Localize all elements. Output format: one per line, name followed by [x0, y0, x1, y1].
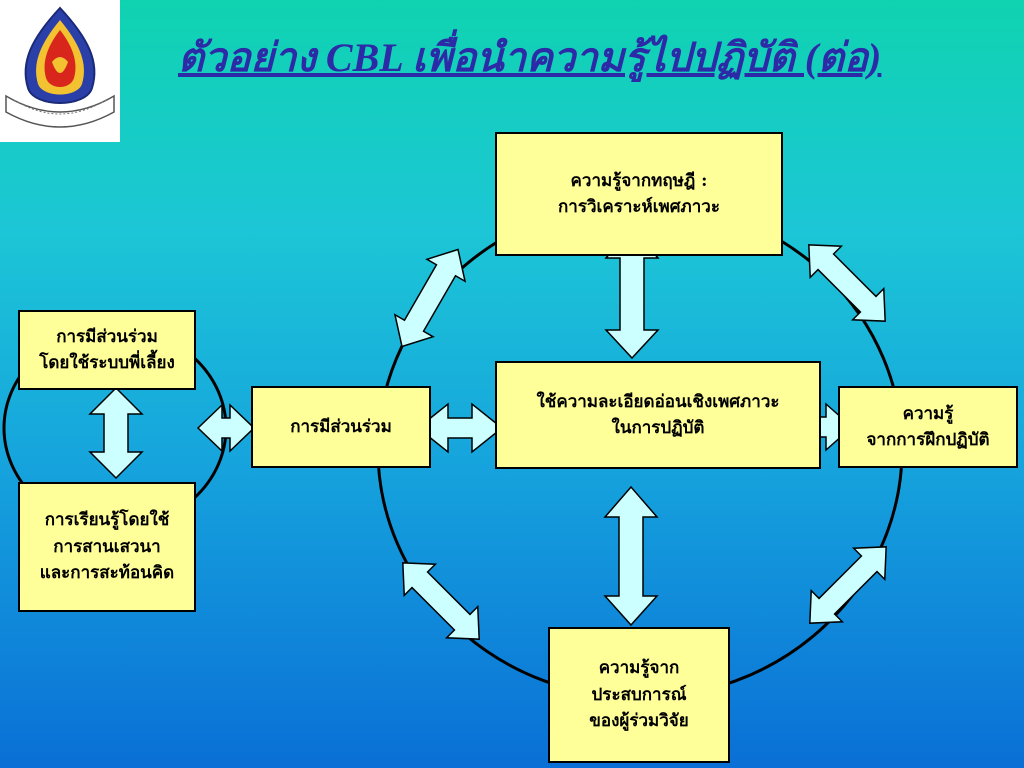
- far-left-bottom-box-dialogue: การเรียนรู้โดยใช้ การสานเสวนา และการสะท้…: [18, 482, 196, 612]
- far-left-top-box-mentoring: การมีส่วนร่วม โดยใช้ระบบพี่เลี้ยง: [18, 310, 196, 390]
- far-left-bottom-box-line3: และการสะท้อนคิด: [39, 563, 175, 584]
- bottom-box-line1: ความรู้จาก: [598, 658, 680, 679]
- far-left-top-box-line2: โดยใช้ระบบพี่เลี้ยง: [39, 353, 175, 373]
- arrow-diagonal-upper-left: [393, 248, 467, 348]
- right-box-line1: ความรู้: [902, 403, 954, 424]
- right-box-practice-knowledge: ความรู้ จากการฝึกปฏิบัติ: [838, 386, 1018, 468]
- slide-title: ตัวอย่าง CBL เพื่อนำความรู้ไปปฏิบัติ (ต่…: [178, 35, 882, 80]
- far-left-top-box-line1: การมีส่วนร่วม: [56, 326, 158, 347]
- top-box-line1: ความรู้จากทฤษฎี :: [570, 170, 708, 191]
- top-box-theory-knowledge: ความรู้จากทฤษฎี : การวิเคราะห์เพศภาวะ: [495, 132, 783, 256]
- arrow-diagonal-upper-right: [808, 244, 886, 322]
- arrow-farleft-vertical: [88, 386, 144, 480]
- institution-logo: [0, 0, 120, 142]
- arrow-top-center: [604, 226, 660, 360]
- far-left-bottom-box-line1: การเรียนรู้โดยใช้: [44, 510, 170, 531]
- far-left-bottom-box-line2: การสานเสวนา: [53, 536, 161, 557]
- arrow-diagonal-lower-left: [402, 562, 480, 640]
- bottom-box-experience-knowledge: ความรู้จาก ประสบการณ์ ของผู้ร่วมวิจัย: [548, 627, 730, 763]
- top-box-line2: การวิเคราะห์เพศภาวะ: [558, 197, 720, 217]
- institution-emblem-icon: [5, 6, 115, 128]
- bottom-box-line2: ประสบการณ์: [591, 684, 687, 705]
- arrow-diagonal-lower-right: [809, 546, 887, 624]
- left-box-line1: การมีส่วนร่วม: [290, 416, 392, 437]
- left-box-participation: การมีส่วนร่วม: [251, 386, 431, 468]
- bottom-box-line3: ของผู้ร่วมวิจัย: [589, 711, 689, 732]
- right-box-line2: จากการฝึกปฏิบัติ: [866, 430, 990, 450]
- center-box-gender-sensitivity: ใช้ความละเอียดอ่อนเชิงเพศภาวะ ในการปฏิบั…: [495, 361, 821, 469]
- center-box-line1: ใช้ความละเอียดอ่อนเชิงเพศภาวะ: [536, 391, 780, 412]
- center-box-line2: ในการปฏิบัติ: [611, 418, 705, 438]
- arrow-center-bottom: [603, 485, 659, 627]
